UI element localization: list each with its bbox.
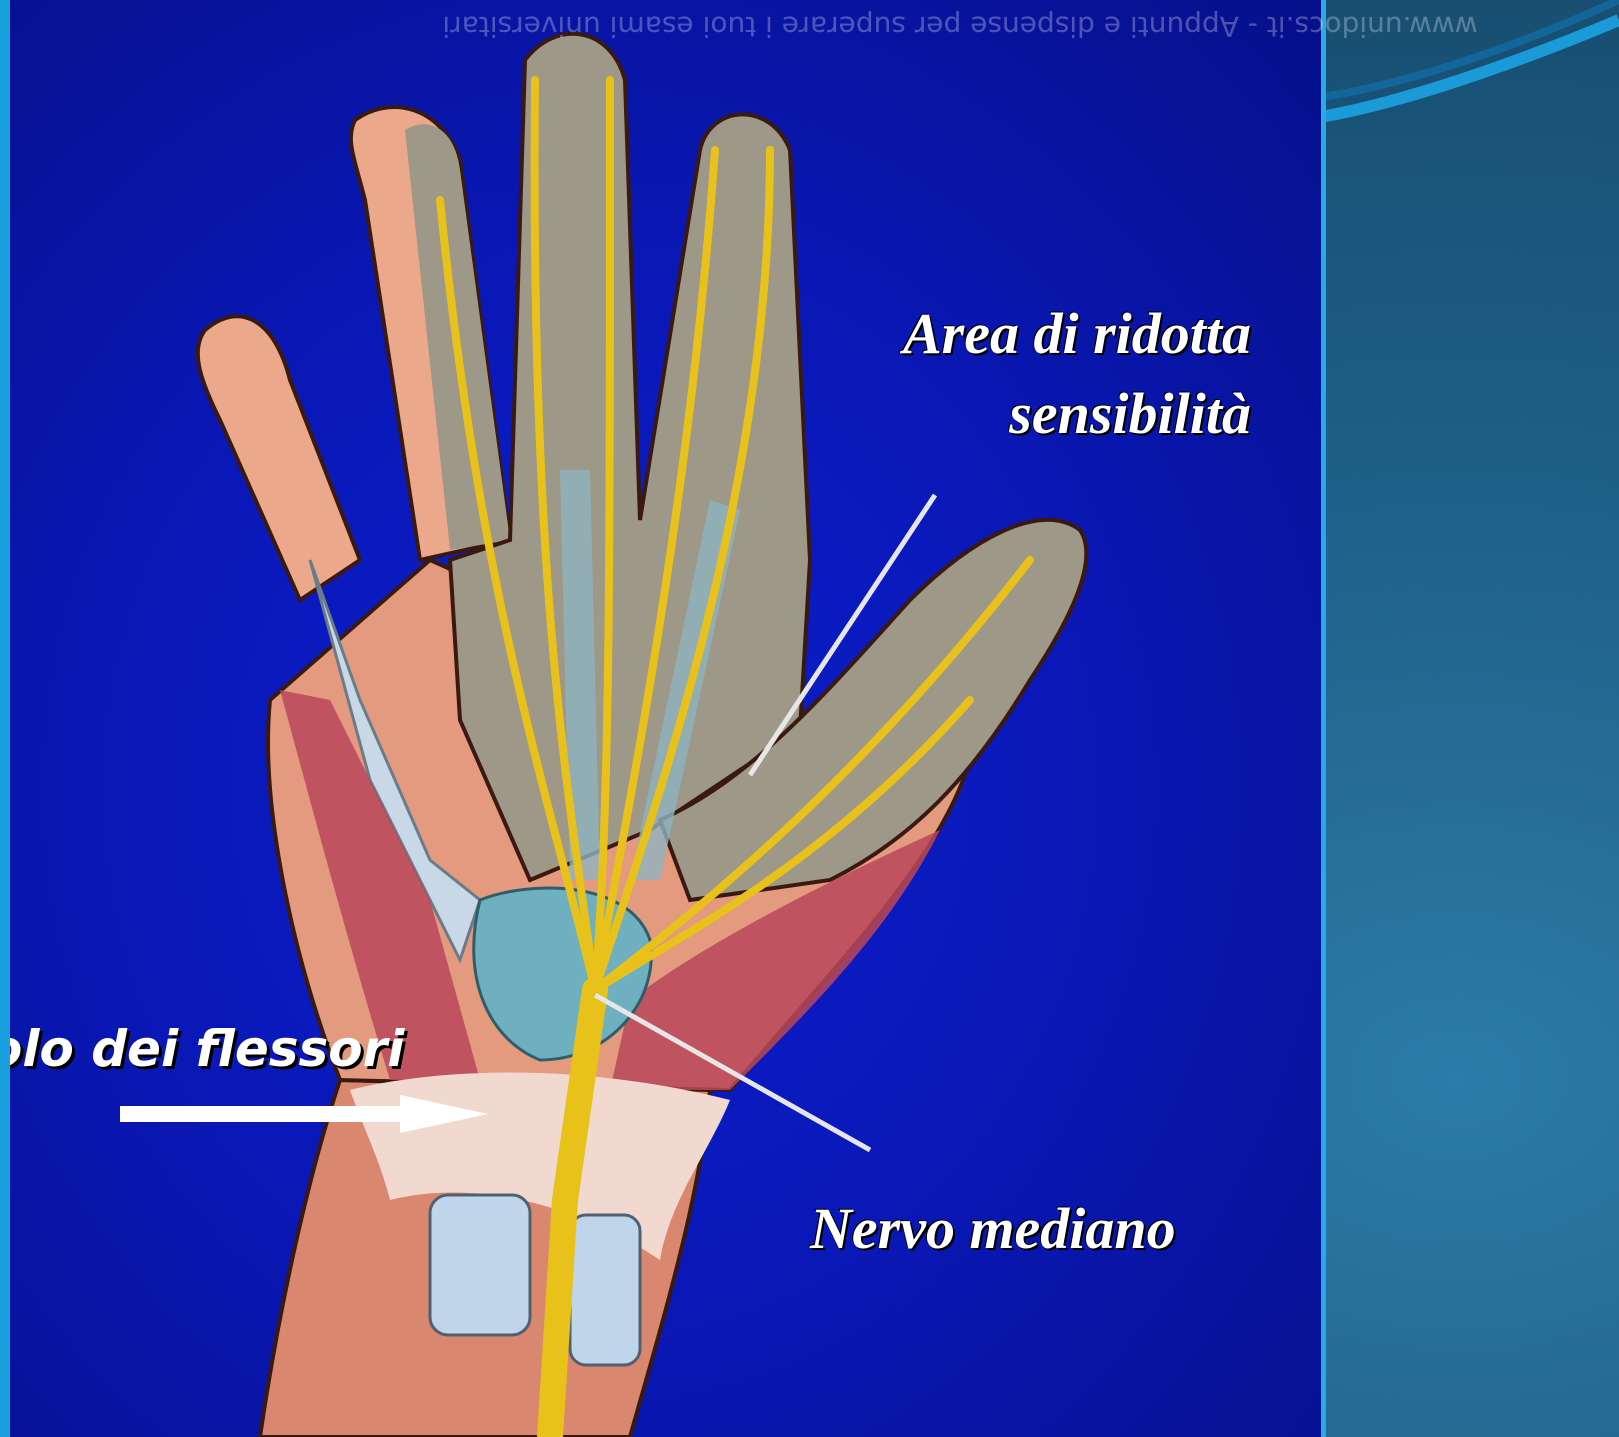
reduced-sensibility-area — [450, 34, 810, 880]
nerve-label: Nervo mediano — [810, 1195, 1176, 1262]
little-finger — [198, 316, 360, 600]
watermark-text: www.unidocs.it - Appunti e dispense per … — [390, 10, 1530, 43]
ligament-label: olo dei flessori — [0, 1020, 404, 1078]
area-label-line1: Area di ridotta — [903, 300, 1251, 367]
area-label-line2: sensibilità — [1009, 380, 1251, 447]
tunnel-tendon-1 — [430, 1195, 530, 1335]
tunnel-tendon-2 — [570, 1215, 640, 1365]
hand-anatomy-image: Area di ridotta sensibilità Nervo median… — [0, 0, 1326, 1437]
